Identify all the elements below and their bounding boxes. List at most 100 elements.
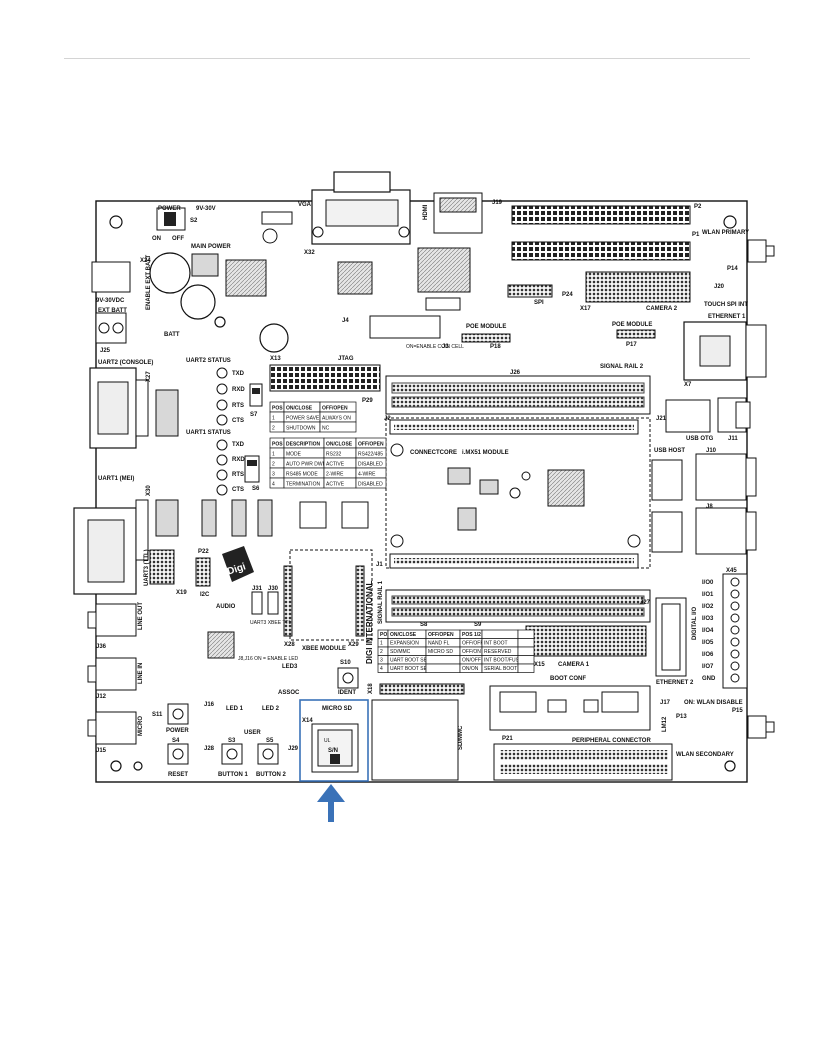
label-gnd: GND (702, 676, 716, 682)
table-cell (517, 638, 535, 648)
label-j25: J25 (100, 348, 111, 354)
table-value: 3 (380, 658, 383, 664)
label-rxd-1: RXD (232, 457, 245, 463)
label-io6: I/O6 (702, 652, 714, 658)
label-uart2-console: UART2 (CONSOLE) (98, 360, 153, 366)
label-j31: J31 (252, 586, 263, 592)
label-boot-conf: BOOT CONF (550, 676, 586, 682)
label-lm12: LM12 (662, 716, 668, 732)
label-digi-international: DIGI INTERNATIONAL (365, 580, 374, 664)
label-usb-host: USB HOST (654, 448, 685, 454)
table-value: ACTIVE (326, 462, 345, 468)
label-p21: P21 (502, 736, 513, 742)
label-digital-io: DIGITAL I/O (692, 607, 698, 640)
label-cts-1: CTS (232, 487, 244, 493)
label-p14: P14 (727, 266, 738, 272)
wlan-primary-antenna (747, 239, 767, 263)
table-value: UART BOOT SELECT (390, 666, 440, 672)
inductor-l23 (180, 284, 216, 320)
label-s11: S11 (152, 712, 163, 718)
label-audio: AUDIO (216, 604, 236, 610)
table-value: SD/MMC (390, 649, 411, 655)
table-cell (319, 421, 357, 433)
dc-jack (91, 261, 131, 293)
table-value: 1 (272, 416, 275, 422)
imx51-chip (547, 469, 585, 507)
table-cell (517, 655, 535, 665)
label-x13: X13 (270, 356, 281, 362)
label-uart1-mei: UART1 (MEI) (98, 476, 134, 482)
label-uart2-status: UART2 STATUS (186, 358, 231, 364)
uart3-ttl-header (149, 549, 175, 585)
table-value: MODE (286, 452, 302, 458)
label-io3: I/O3 (702, 616, 714, 622)
label-ul: UL (324, 738, 331, 744)
digi-logo: Digi (222, 546, 254, 582)
label-micro: MICRO (138, 716, 144, 736)
label-x19: X19 (176, 590, 187, 596)
label-wlan-primary: WLAN PRIMARY (702, 230, 749, 236)
table-cell (481, 629, 519, 639)
table-value: 4 (272, 482, 275, 488)
label-line-out: LINE OUT (138, 602, 144, 630)
label-ethernet2: ETHERNET 2 (656, 680, 694, 686)
peripheral-connector (493, 743, 673, 781)
label-uart3-xbee-ttl: UART3 XBEE TTL (250, 620, 291, 626)
label-assoc: ASSOC (278, 690, 300, 696)
capacitor-c104 (149, 252, 191, 294)
table-value: ON/OFF (462, 658, 481, 664)
label-s7: S7 (250, 412, 258, 418)
table-value: POWER SAVE (286, 416, 320, 422)
vga-shell (333, 171, 391, 193)
label-batt: BATT (164, 332, 180, 338)
table-value: OFF/ON (462, 649, 481, 655)
table-header: ON/CLOSE (286, 406, 313, 412)
label-s10: S10 (340, 660, 351, 666)
label-s5: S5 (266, 738, 274, 744)
line-out-jack (95, 603, 137, 637)
table-value: RESERVED (484, 649, 512, 655)
table-value: 1 (272, 452, 275, 458)
label-j12: J12 (96, 694, 107, 700)
label-rts-2: RTS (232, 403, 244, 409)
label-imx51-module: i.MX51 MODULE (462, 450, 509, 456)
label-xbee-module: XBEE MODULE (302, 646, 346, 652)
chip-u15 (225, 259, 267, 297)
poe-header-p18 (461, 333, 511, 343)
label-rxd-2: RXD (232, 387, 245, 393)
label-signal-rail-2: SIGNAL RAIL 2 (600, 364, 644, 370)
label-x32: X32 (304, 250, 315, 256)
ethernet1-jack (683, 321, 747, 381)
chip-u45 (417, 247, 471, 293)
label-line-in: LINE IN (138, 663, 144, 684)
table-value: ALWAYS ON (322, 416, 351, 422)
label-p2: P2 (694, 204, 702, 210)
label-main-power: MAIN POWER (191, 244, 231, 250)
label-s8: S8 (420, 622, 428, 628)
label-j8: J8 (706, 504, 713, 510)
table-cell (517, 663, 535, 673)
label-usb-otg: USB OTG (686, 436, 714, 442)
label-vga: VGA (298, 202, 312, 208)
label-p22: P22 (198, 549, 209, 555)
table-value: INT BOOT (484, 641, 508, 647)
poe-header-p17 (616, 329, 656, 339)
signal-rail-2 (385, 375, 651, 415)
s7-switch (249, 383, 263, 407)
label-user: USER (244, 730, 261, 736)
label-wlan-disable: ON: WLAN DISABLE (684, 700, 743, 706)
label-io0: I/O0 (702, 580, 714, 586)
camera1-connector (525, 625, 647, 657)
label-sn: S/N (328, 748, 338, 754)
xbee-module-outline (289, 549, 373, 641)
coin-cell-holder (369, 315, 441, 339)
label-micro-sd: MICRO SD (322, 706, 353, 712)
label-j11: J11 (728, 436, 738, 442)
label-p17: P17 (626, 342, 637, 348)
label-j15: J15 (96, 748, 107, 754)
table-value: UART BOOT SELECT (390, 658, 440, 664)
table-value: 1 (380, 641, 383, 647)
label-button2: BUTTON 2 (256, 772, 287, 778)
table-value: RS232 (326, 452, 342, 458)
label-sd-mmc: SD/MMC (458, 725, 464, 750)
